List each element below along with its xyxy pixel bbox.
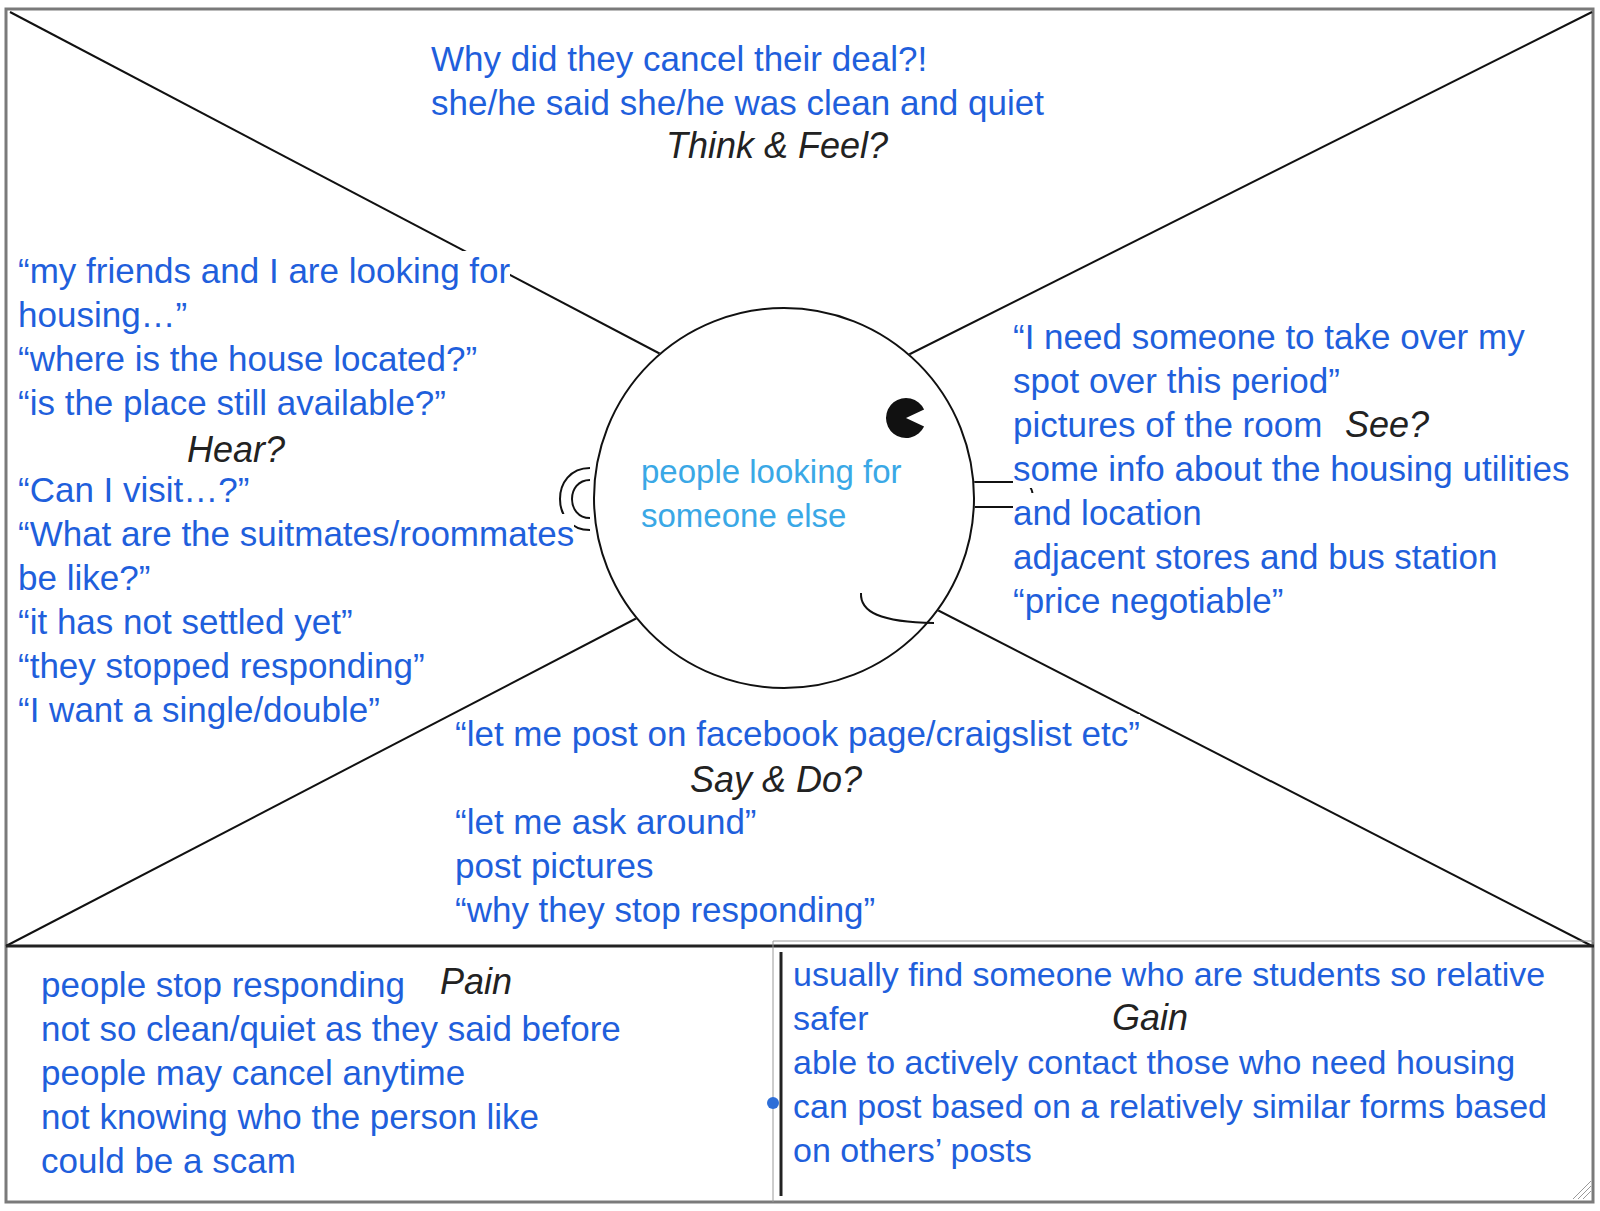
quote-text: “price negotiable” <box>1013 581 1283 620</box>
diagonal-line <box>902 12 1592 358</box>
text-holder: not knowing who the person like <box>41 1095 539 1139</box>
panel-text: people may cancel anytime <box>41 1053 465 1092</box>
text-holder: people looking for someone else <box>641 450 941 538</box>
text-holder: “is the place still available?” <box>18 381 446 425</box>
text-holder: “I want a single/double” <box>18 688 380 732</box>
gain-panel: usually find someone who are students so… <box>784 948 1592 1200</box>
outer-frame <box>6 9 1593 1202</box>
panel-edge <box>773 941 1594 942</box>
head-circle <box>594 308 974 688</box>
text-holder: not so clean/quiet as they said before <box>41 1007 621 1051</box>
panel-edge <box>773 941 774 1202</box>
quote-text: “they stopped responding” <box>18 646 425 685</box>
text-holder: Gain <box>1112 996 1188 1040</box>
text-holder: “let me ask around” <box>455 800 757 844</box>
quote-text: “my friends and I are looking for housin… <box>18 251 510 334</box>
panel-text: not knowing who the person like <box>41 1097 539 1136</box>
text-holder: could be a scam <box>41 1139 296 1183</box>
eye-dot <box>886 398 924 438</box>
quote-text: “let me post on facebook page/craigslist… <box>455 714 1140 753</box>
text-holder: See? <box>1345 403 1429 447</box>
text-holder: Say & Do? <box>690 758 862 802</box>
text-holder: adjacent stores and bus station <box>1013 535 1497 579</box>
quote-text: adjacent stores and bus station <box>1013 537 1497 576</box>
quote-text: “where is the house located?” <box>18 339 477 378</box>
quote-text: “why they stop responding” <box>455 890 875 929</box>
text-holder: “they stopped responding” <box>18 644 425 688</box>
text-holder: “it has not settled yet” <box>18 600 353 644</box>
quadrant-heading: Think & Feel? <box>666 125 888 166</box>
quote-text: “it has not settled yet” <box>18 602 353 641</box>
resize-grip <box>1573 1181 1591 1199</box>
text-holder: “What are the suitmates/roommates be lik… <box>18 512 598 600</box>
panel-text: people stop responding <box>41 965 405 1004</box>
text-holder: “I need someone to take over my spot ove… <box>1013 315 1583 403</box>
panel-divider <box>6 945 1594 948</box>
ear-inner <box>572 480 590 518</box>
quadrant-heading: Hear? <box>187 429 285 470</box>
quote-text: Why did they cancel their deal?! <box>431 39 927 78</box>
resize-grip <box>1583 1191 1591 1199</box>
text-holder: “Can I visit…?” <box>18 468 249 512</box>
text-holder: “my friends and I are looking for housin… <box>18 249 598 337</box>
see-quadrant: “I need someone to take over my spot ove… <box>1007 309 1576 629</box>
mouth-curve <box>861 593 934 623</box>
think-feel-quadrant: Why did they cancel their deal?! she/he s… <box>425 31 1050 174</box>
quadrant-heading: Say & Do? <box>690 759 862 800</box>
panel-heading: Gain <box>1112 997 1188 1038</box>
text-holder: people may cancel anytime <box>41 1051 465 1095</box>
panel-text: could be a scam <box>41 1141 296 1180</box>
pain-panel: people stop responding Pain not so clean/q… <box>8 948 776 1200</box>
quote-text: “is the place still available?” <box>18 383 446 422</box>
persona-circle: people looking for someone else <box>592 306 976 690</box>
text-holder: able to actively contact those who need … <box>793 1040 1588 1084</box>
text-holder: pictures of the room <box>1013 403 1322 447</box>
quote-text: she/he said she/he was clean and quiet <box>431 83 1044 122</box>
text-holder: Think & Feel? <box>666 124 888 168</box>
text-holder: usually find someone who are students so… <box>793 952 1588 1040</box>
panel-heading: Pain <box>440 961 512 1002</box>
text-holder: Why did they cancel their deal?! <box>431 37 927 81</box>
quote-text: “let me ask around” <box>455 802 757 841</box>
text-holder: “where is the house located?” <box>18 337 477 381</box>
handle-dot <box>767 1097 779 1109</box>
text-holder: “price negotiable” <box>1013 579 1283 623</box>
hear-quadrant: “my friends and I are looking for housin… <box>12 243 581 738</box>
diagonal-line <box>914 598 1592 946</box>
text-holder: “why they stop responding” <box>455 888 875 932</box>
text-holder: some info about the housing utilities an… <box>1013 447 1583 535</box>
head-fill <box>593 307 975 689</box>
quote-text: “What are the suitmates/roommates be lik… <box>18 514 574 597</box>
say-do-quadrant: “let me post on facebook page/craigslist… <box>449 706 1146 938</box>
quote-text: post pictures <box>455 846 653 885</box>
panel-text: not so clean/quiet as they said before <box>41 1009 621 1048</box>
text-holder: people stop responding <box>41 963 405 1007</box>
quote-text: “I need someone to take over my spot ove… <box>1013 317 1525 400</box>
panel-divider <box>780 952 783 1196</box>
quote-text: some info about the housing utilities an… <box>1013 449 1569 532</box>
quote-text: “Can I visit…?” <box>18 470 249 509</box>
text-holder: she/he said she/he was clean and quiet <box>431 81 1044 125</box>
quote-text: “I want a single/double” <box>18 690 380 729</box>
quadrant-heading: See? <box>1345 404 1429 445</box>
quote-text: pictures of the room <box>1013 405 1322 444</box>
center-label: people looking for someone else <box>641 453 902 534</box>
text-holder: can post based on a relatively similar f… <box>793 1084 1588 1172</box>
panel-text: can post based on a relatively similar f… <box>793 1087 1547 1169</box>
text-holder: post pictures <box>455 844 653 888</box>
panel-text: able to actively contact those who need … <box>793 1043 1515 1081</box>
text-holder: Hear? <box>187 428 285 472</box>
text-holder: “let me post on facebook page/craigslist… <box>455 712 1140 756</box>
text-holder: Pain <box>440 960 512 1004</box>
